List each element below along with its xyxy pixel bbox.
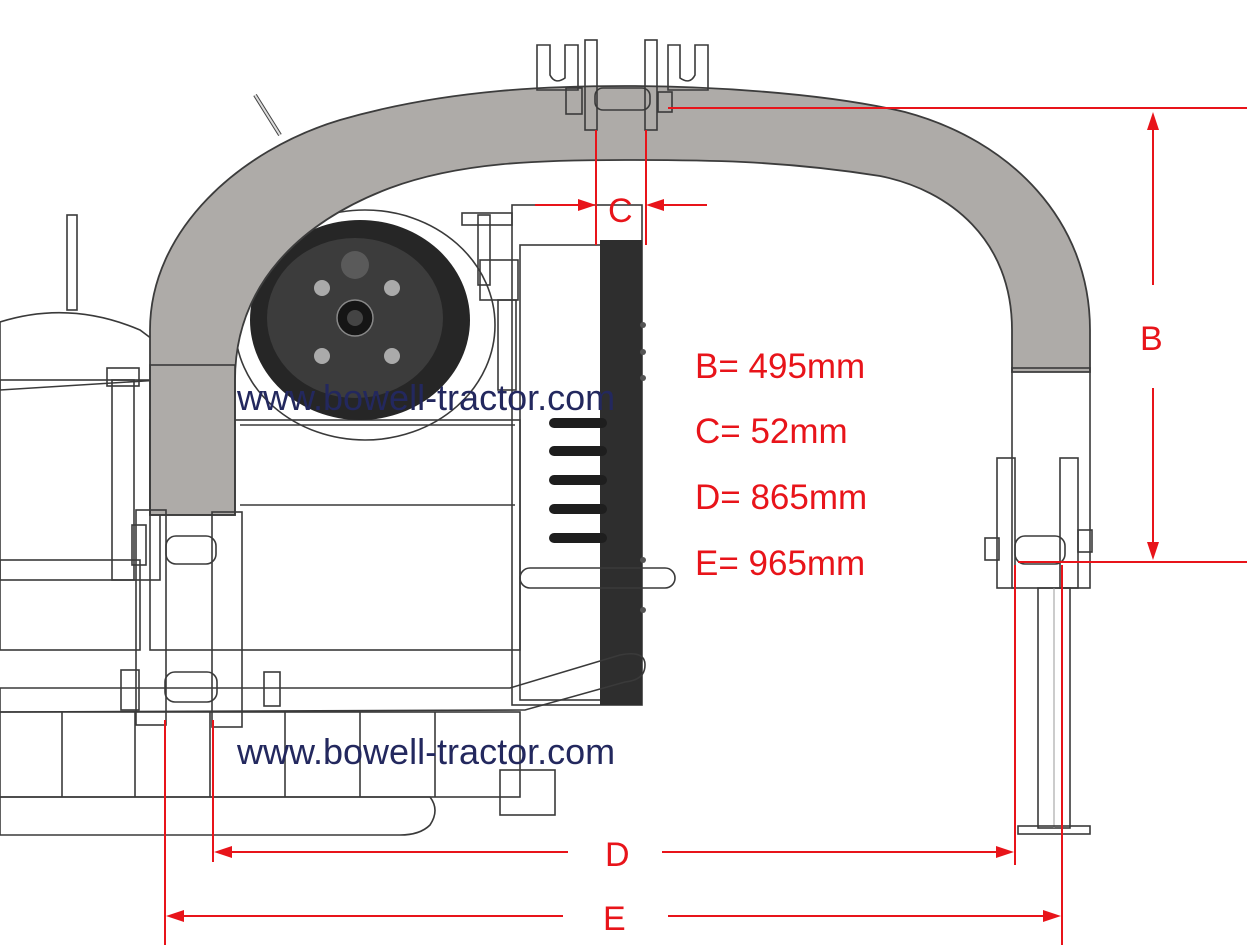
spec-e: E= 965mm	[695, 544, 865, 583]
dimension-lines	[164, 107, 1247, 945]
side-rail	[0, 567, 676, 713]
watermark-lower: www.bowell-tractor.com	[236, 731, 615, 772]
spec-c: C= 52mm	[695, 412, 848, 451]
belt-tensioner	[461, 212, 519, 391]
spec-list: B= 495mm C= 52mm D= 865mm E= 965mm	[695, 347, 867, 583]
dimension-label-d: D	[605, 836, 630, 874]
vent-slots	[549, 418, 607, 543]
left-lower-link-brackets	[120, 509, 281, 728]
top-link-bracket	[536, 39, 709, 131]
dimension-label-e: E	[603, 900, 626, 938]
belt-pulley	[234, 209, 496, 441]
mower-skid	[0, 711, 556, 836]
lever-rod	[253, 93, 282, 137]
dimension-label-c: C	[608, 192, 633, 230]
hitch-a-frame	[149, 85, 1091, 589]
dimension-label-b: B	[1140, 320, 1163, 358]
parking-stand	[1017, 587, 1091, 835]
spec-d: D= 865mm	[695, 478, 867, 517]
right-lower-link-bracket	[984, 457, 1093, 589]
watermark-upper: www.bowell-tractor.com	[236, 377, 615, 418]
spec-b: B= 495mm	[695, 347, 865, 386]
